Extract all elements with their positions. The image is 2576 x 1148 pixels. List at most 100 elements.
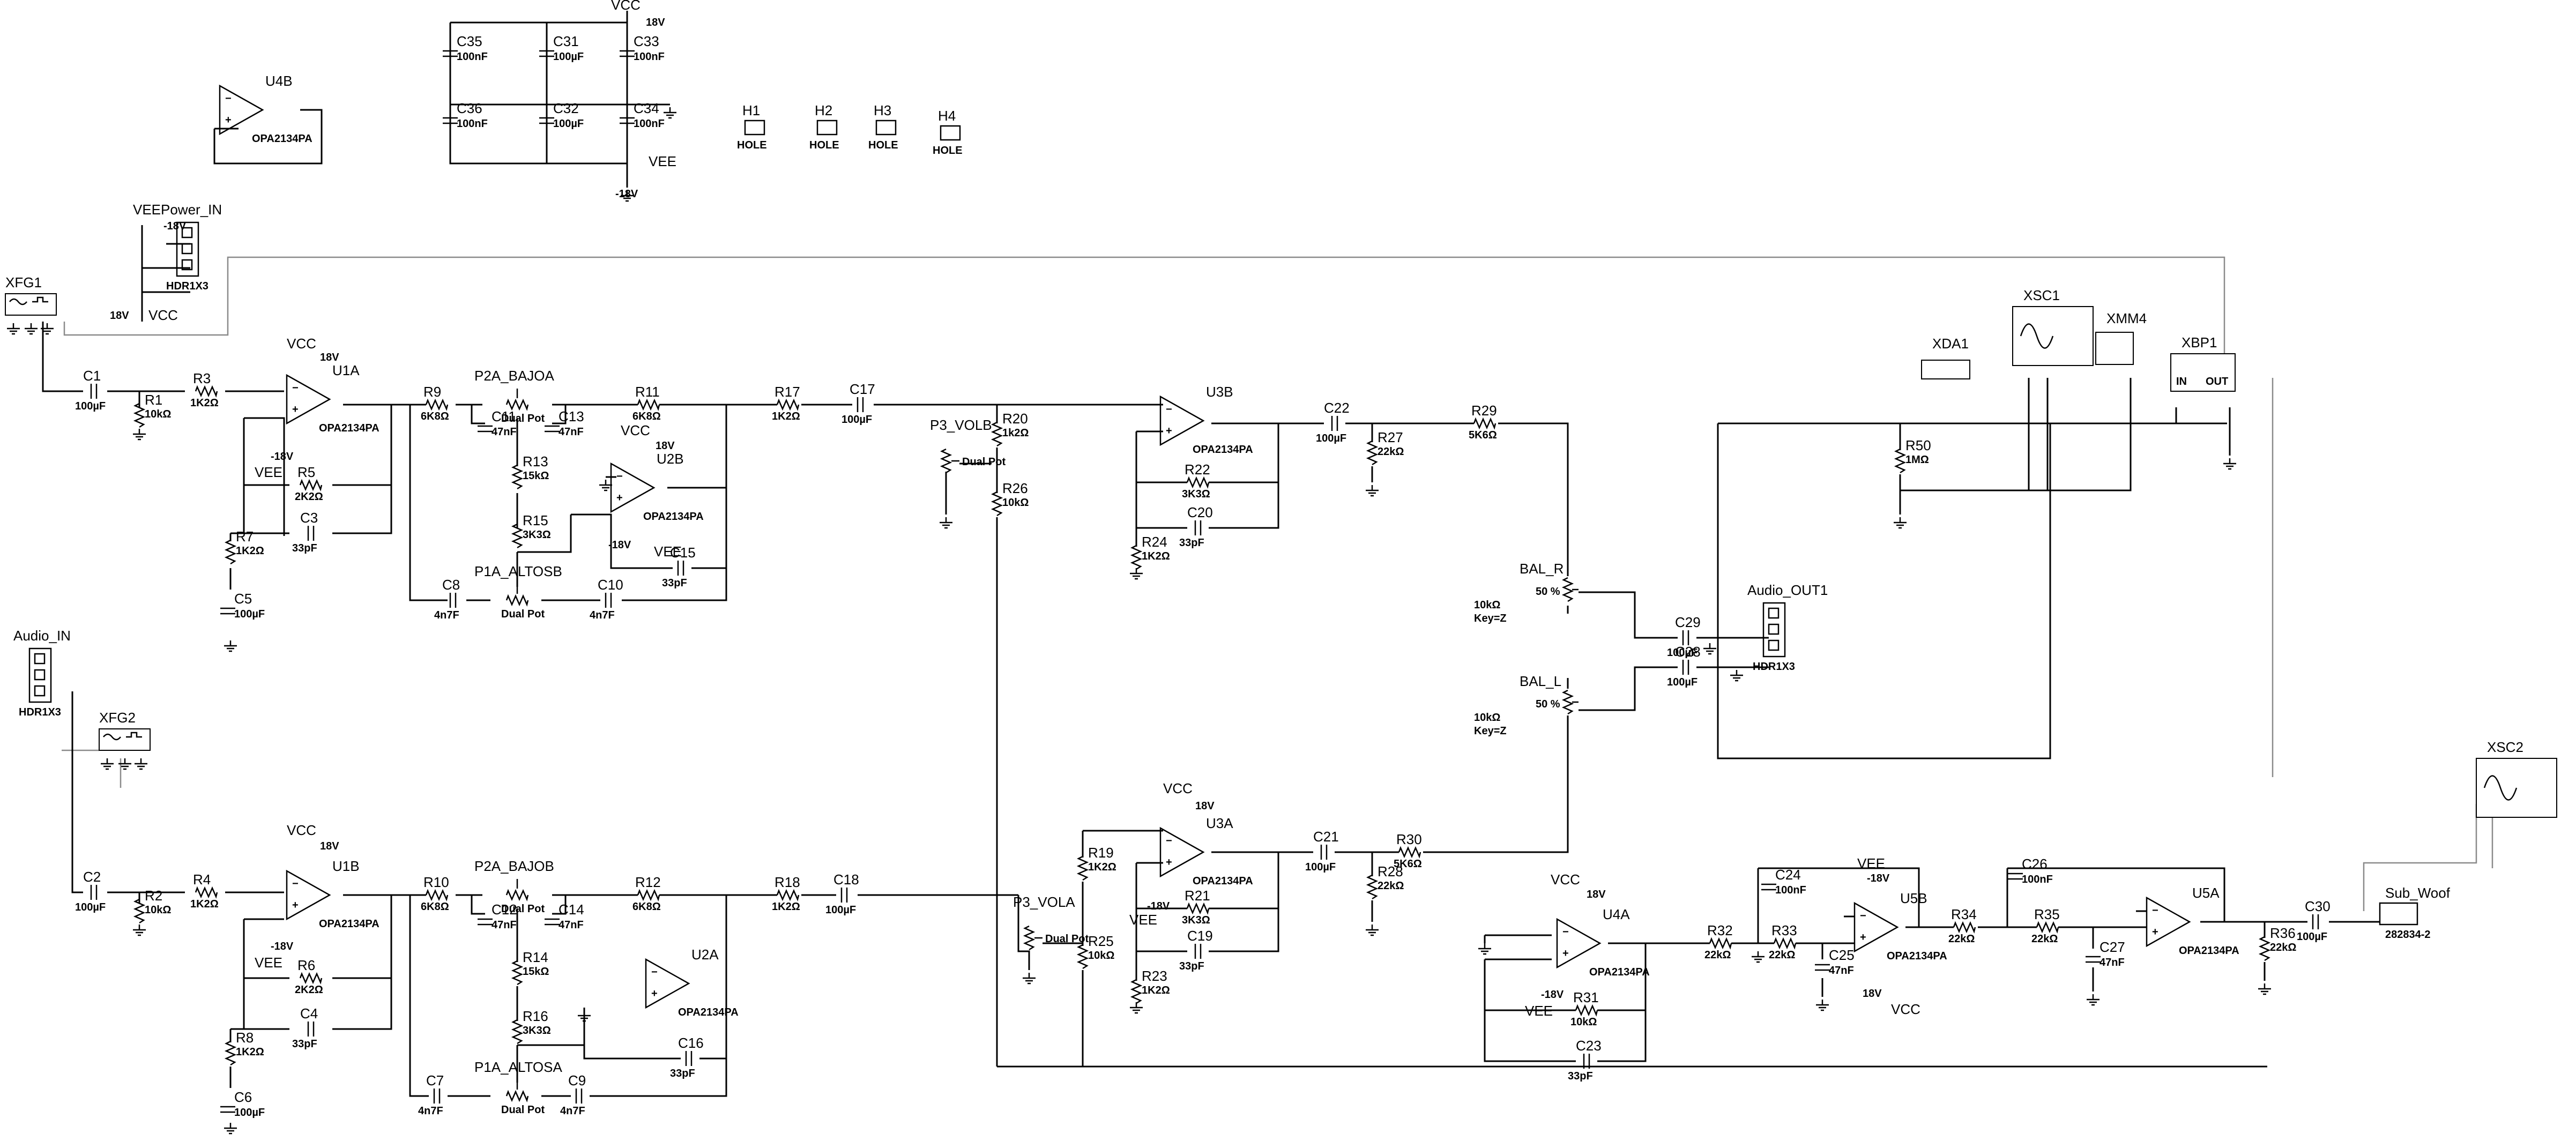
xda1-component[interactable]: XDA1 — [1921, 336, 1970, 379]
xfg1-component[interactable]: XFG1 — [5, 274, 57, 335]
xfg2-component[interactable]: XFG2 — [99, 710, 151, 770]
xmm4-component[interactable]: XMM4 — [2095, 310, 2147, 365]
xsc1-component[interactable]: XSC1 — [2012, 287, 2094, 366]
